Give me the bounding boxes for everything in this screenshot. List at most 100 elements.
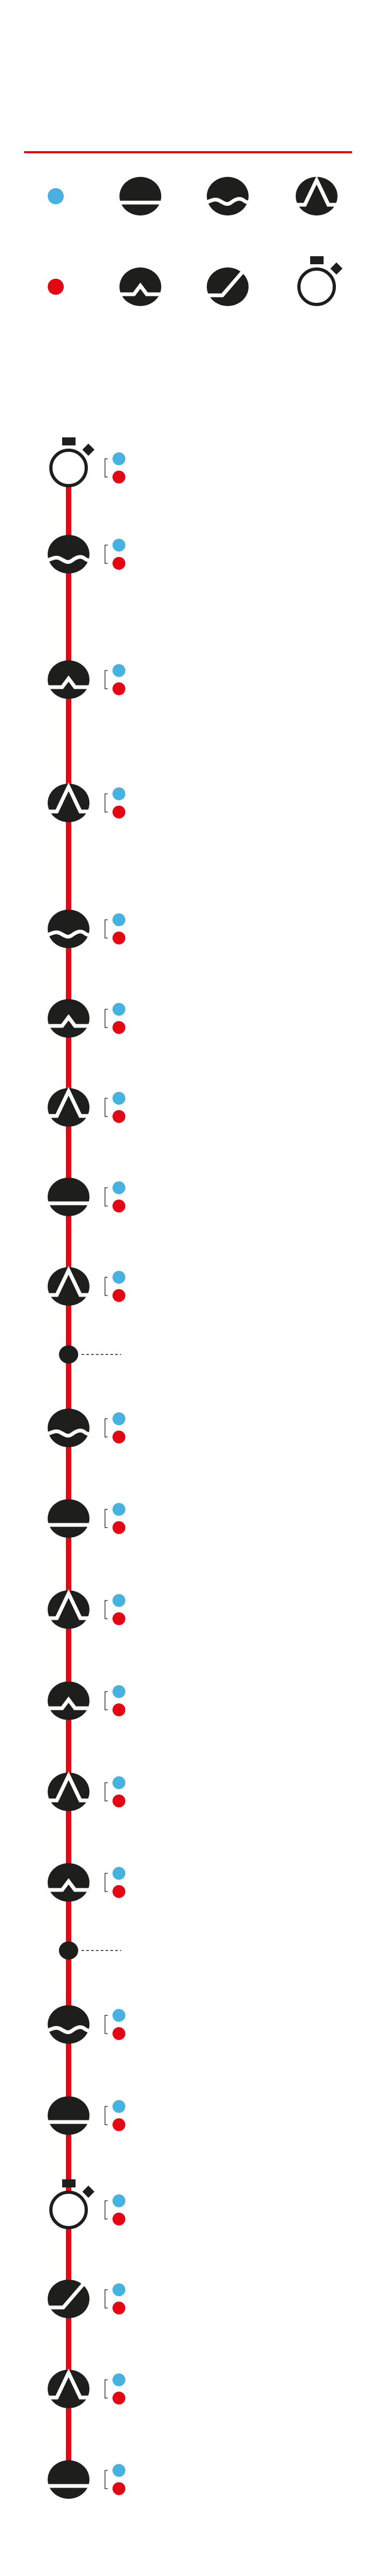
red-marker-dot [112, 682, 125, 695]
wave-body [207, 177, 249, 215]
high-peak-icon [47, 1771, 91, 1811]
wave-cut [46, 929, 92, 939]
low-peak-cut [118, 282, 162, 296]
timeline-node [47, 660, 125, 699]
wave-body [48, 2005, 89, 2044]
stopwatch-icon [297, 256, 343, 306]
blue-marker-dot [112, 1092, 125, 1105]
red-marker-dot [112, 1021, 125, 1034]
flat-icon [47, 1499, 91, 1538]
legend-row [48, 175, 339, 215]
red-dot-shape [48, 279, 64, 295]
bracket [104, 919, 108, 939]
blue-marker-dot [112, 2283, 125, 2296]
timeline-node [49, 2179, 125, 2229]
blue-marker-dot [112, 452, 125, 465]
blue-marker-dot [112, 2009, 125, 2022]
blue-marker-dot [112, 913, 125, 926]
blue-marker-dot [112, 2373, 125, 2386]
timeline-node [47, 1771, 125, 1811]
bracket [104, 545, 108, 564]
high-peak-cut [47, 1086, 91, 1118]
wave-cut [46, 2025, 92, 2034]
bracket [104, 1600, 108, 1619]
slope-icon [47, 2280, 89, 2318]
blue-marker-dot [112, 1503, 125, 1516]
low-peak-cut [47, 1696, 91, 1710]
red-marker-dot [112, 471, 125, 483]
blue-marker-dot [112, 2464, 125, 2477]
wave-icon [46, 1409, 92, 1447]
timeline-node [47, 2368, 125, 2408]
legend-item-high-peak [295, 175, 339, 215]
bracket [104, 2470, 108, 2489]
red-marker-dot [112, 1289, 125, 1302]
high-peak-cut [47, 1265, 91, 1297]
stopwatch-icon [49, 2179, 95, 2229]
stopwatch-cap [62, 437, 76, 445]
low-peak-cut [47, 675, 91, 689]
flat-body [119, 177, 161, 215]
slope-cut [206, 270, 244, 297]
bracket [104, 1098, 108, 1117]
bracket [104, 1782, 108, 1801]
flat-body [48, 1178, 89, 1216]
legend-item-slope [206, 267, 249, 306]
waypoint-dot [59, 1941, 78, 1960]
timeline-node [47, 999, 125, 1038]
timeline-node [46, 910, 125, 948]
bracket [104, 2379, 108, 2399]
red-marker-dot [112, 2213, 125, 2225]
timeline-node [47, 1589, 125, 1629]
flat-icon [47, 2096, 91, 2135]
blue-marker-dot [112, 1867, 125, 1880]
blue-dot-shape [48, 188, 64, 204]
high-peak-cut [47, 782, 91, 814]
wave-body [48, 1409, 89, 1447]
bracket [104, 1873, 108, 1892]
header-red-rule [24, 151, 352, 153]
high-peak-cut [295, 175, 339, 207]
timeline-node [47, 2460, 125, 2499]
red-marker-dot [112, 2392, 125, 2404]
low-peak-icon [118, 267, 162, 306]
legend-item-blue-dot [48, 188, 64, 204]
timeline-node [59, 1941, 121, 1960]
blue-marker-dot [112, 1412, 125, 1425]
bracket [104, 2106, 108, 2125]
timeline-node [47, 1863, 125, 1902]
wave-cut [46, 1428, 92, 1438]
red-marker-dot [112, 2482, 125, 2495]
bracket [104, 2200, 108, 2220]
timeline-node [46, 2005, 125, 2044]
high-peak-icon [47, 1265, 91, 1306]
bracket [104, 793, 108, 813]
red-marker-dot [112, 1200, 125, 1212]
flat-body [48, 1499, 89, 1538]
wave-cut [205, 197, 251, 206]
legend [48, 175, 343, 306]
timeline-node [47, 782, 125, 822]
waypoint-dot [59, 1345, 78, 1364]
legend-item-wave [205, 177, 251, 215]
waypoint-icon [59, 1941, 78, 1960]
timeline-node [47, 2280, 125, 2318]
flat-icon [47, 2460, 91, 2499]
stopwatch-cap [62, 2179, 76, 2187]
high-peak-cut [47, 2368, 91, 2400]
timeline-node [47, 1499, 125, 1538]
high-peak-cut [47, 1589, 91, 1620]
high-peak-icon [47, 782, 91, 822]
low-peak-icon [47, 660, 91, 699]
low-peak-cut [47, 1014, 91, 1028]
stopwatch-ring [297, 267, 336, 306]
red-marker-dot [112, 1521, 125, 1534]
blue-marker-dot [112, 1181, 125, 1194]
blue-marker-dot [112, 1776, 125, 1789]
red-marker-dot [112, 1612, 125, 1625]
red-marker-dot [112, 557, 125, 570]
timeline-node [47, 2096, 125, 2135]
high-peak-cut [47, 1771, 91, 1803]
wave-body [48, 535, 89, 574]
